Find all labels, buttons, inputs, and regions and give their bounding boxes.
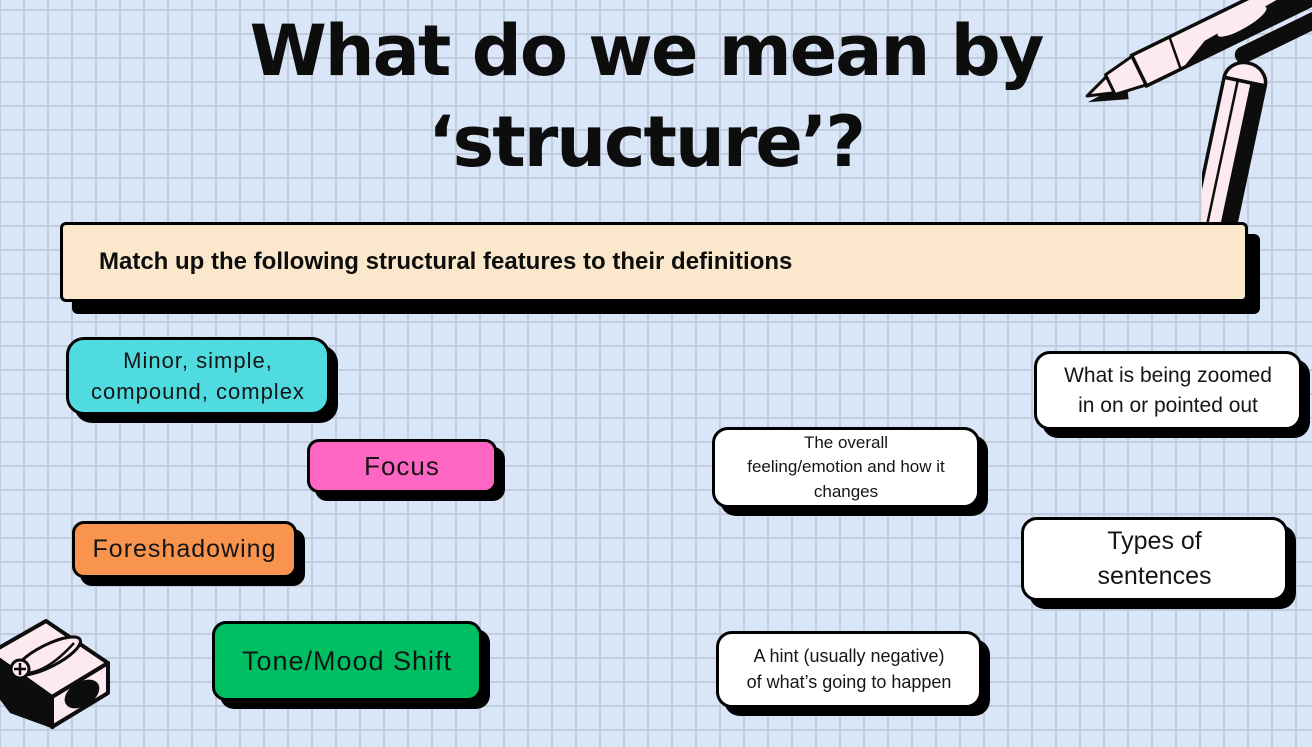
definition-card-label: What is being zoomed in on or pointed ou… xyxy=(1064,363,1272,417)
feature-card-label: Focus xyxy=(364,450,440,481)
instruction-text: Match up the following structural featur… xyxy=(99,247,793,275)
feature-card-label: Tone/Mood Shift xyxy=(241,645,453,676)
definition-card-label: The overall feeling/emotion and how it c… xyxy=(747,433,945,501)
definition-card-types-of-sentences[interactable]: Types of sentences xyxy=(1021,517,1288,601)
feature-card-focus[interactable]: Focus xyxy=(307,439,497,493)
feature-card-label: Foreshadowing xyxy=(92,534,277,563)
feature-card-label: Minor, simple, compound, complex xyxy=(91,347,305,404)
feature-card-sentence-types[interactable]: Minor, simple, compound, complex xyxy=(66,337,330,415)
page-title: What do we mean by ‘structure’? xyxy=(249,10,1045,183)
feature-card-foreshadowing[interactable]: Foreshadowing xyxy=(72,521,297,578)
definition-card-overall-feeling[interactable]: The overall feeling/emotion and how it c… xyxy=(712,427,980,508)
definition-card-label: A hint (usually negative) of what’s goin… xyxy=(746,645,952,692)
instruction-banner: Match up the following structural featur… xyxy=(60,222,1248,302)
definition-card-hint[interactable]: A hint (usually negative) of what’s goin… xyxy=(716,631,982,708)
definition-card-zoomed-in[interactable]: What is being zoomed in on or pointed ou… xyxy=(1034,351,1302,430)
feature-card-tone-mood-shift[interactable]: Tone/Mood Shift xyxy=(212,621,482,701)
sharpener-icon xyxy=(0,619,110,729)
definition-card-label: Types of sentences xyxy=(1097,526,1212,591)
